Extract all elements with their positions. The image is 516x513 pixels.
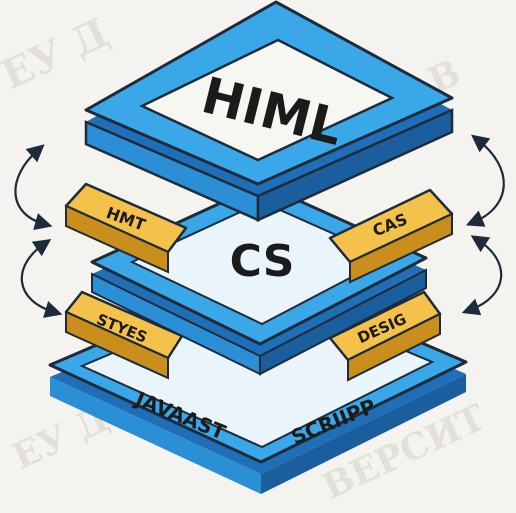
- left-lower-arrow: [20, 239, 63, 318]
- tab-styes: STYES: [64, 290, 184, 380]
- left-upper-arrow: [14, 144, 53, 231]
- top-layer: HIML: [84, 0, 454, 222]
- right-lower-arrow: [461, 235, 503, 316]
- right-upper-arrow: [465, 134, 505, 227]
- tab-cas: CAS: [328, 188, 454, 284]
- curved-arrows: [14, 134, 505, 318]
- tab-hmt: HMT: [64, 182, 188, 274]
- svg-text:ЕУ Д: ЕУ Д: [0, 9, 116, 99]
- middle-layer-label: CS: [230, 236, 295, 287]
